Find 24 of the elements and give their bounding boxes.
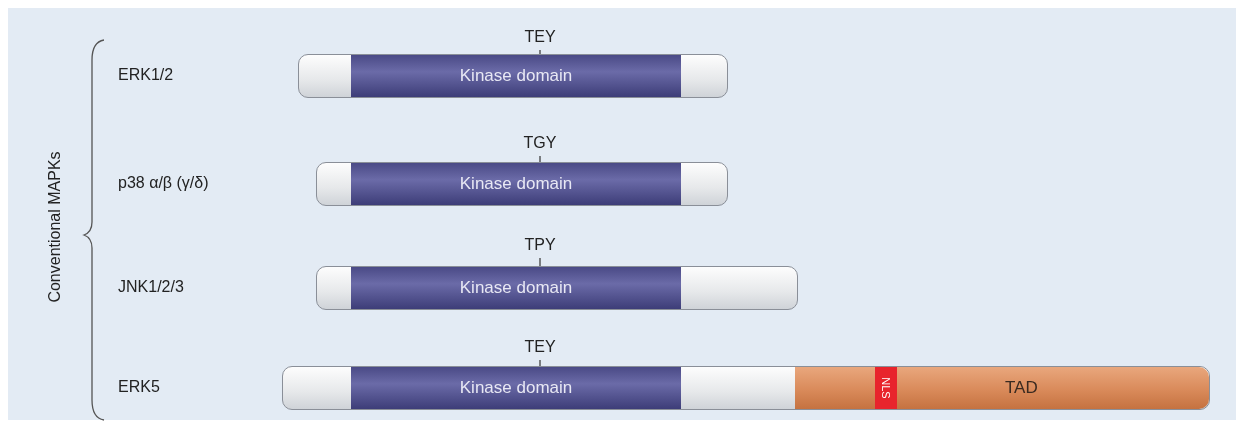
leader-line: [539, 49, 541, 56]
protein-name: ERK1/2: [118, 66, 174, 84]
kinase-domain: Kinase domain: [351, 163, 681, 205]
motif-label: TGY: [510, 134, 570, 156]
nls-segment: NLS: [875, 367, 897, 409]
protein-bar: [316, 162, 728, 206]
motif-label: TEY: [510, 338, 570, 360]
leader-line: [539, 257, 541, 268]
protein-bar: [282, 366, 1210, 410]
protein-name: JNK1/2/3: [118, 278, 184, 296]
kinase-domain: Kinase domain: [351, 55, 681, 97]
group-label: Conventional MAPKs: [46, 150, 64, 305]
protein-bar: [316, 266, 798, 310]
transactivation-domain: [795, 367, 1209, 409]
protein-name: ERK5: [118, 378, 160, 396]
kinase-domain: Kinase domain: [351, 267, 681, 309]
protein-name: p38 α/β (γ/δ): [118, 174, 209, 192]
motif-label: TPY: [510, 236, 570, 258]
protein-bar: [298, 54, 728, 98]
leader-line: [539, 359, 541, 368]
leader-line: [539, 155, 541, 164]
motif-label: TEY: [510, 28, 570, 50]
kinase-domain: Kinase domain: [351, 367, 681, 409]
domain-label: TAD: [1005, 378, 1038, 398]
